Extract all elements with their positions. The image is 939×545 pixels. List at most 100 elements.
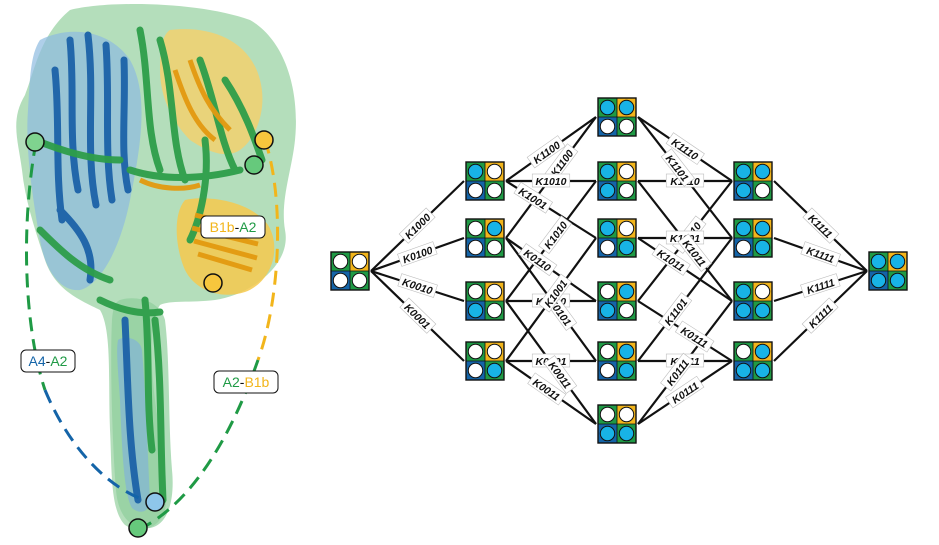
site-occupied [599,182,616,199]
rate-label-box [665,132,705,165]
site-occupied [599,99,616,116]
site-occupied [618,283,635,300]
state-node-0100 [465,218,505,258]
svg-text:A4-A2: A4-A2 [29,353,68,369]
rate-label-box [513,181,553,214]
site-empty [332,253,349,270]
site-occupied [599,302,616,319]
state-node-0011 [597,404,637,444]
site-empty [486,302,503,319]
site-empty [618,406,635,423]
state-node-0110 [597,281,637,321]
rate-label-box [526,135,566,169]
site-occupied [754,362,771,379]
site-empty [618,220,635,237]
site-occupied [735,283,752,300]
site-empty [486,239,503,256]
site-occupied [735,302,752,319]
site-empty [351,253,368,270]
state-nodes [330,97,908,444]
site-empty [735,343,752,360]
site-occupied [618,343,635,360]
site-empty [735,239,752,256]
site-empty [351,272,368,289]
state-node-0001 [465,341,505,381]
state-node-1101 [733,218,773,258]
site-occupied [618,425,635,442]
site-empty [618,302,635,319]
rate-label-box [651,243,691,276]
site-empty [618,163,635,180]
rate-label-box [398,207,436,244]
sphere-a4 [25,132,45,152]
site-empty [332,272,349,289]
site-occupied [618,362,635,379]
rate-label-box [531,173,571,188]
state-node-1011 [733,281,773,321]
rate-label-box [399,297,437,334]
site-empty [599,118,616,135]
rate-label-box [660,352,695,392]
state-node-1111 [868,251,908,291]
distance-arc-a4-a2-blue [43,389,151,504]
rate-label-box [518,243,558,277]
site-empty [754,283,771,300]
rate-label-box [538,273,572,313]
site-occupied [735,362,752,379]
site-occupied [754,302,771,319]
site-empty [467,239,484,256]
sphere-a2-upper [244,155,264,175]
site-empty [486,182,503,199]
site-occupied [754,163,771,180]
state-node-0101 [597,341,637,381]
site-empty [618,182,635,199]
site-empty [486,163,503,180]
site-empty [618,118,635,135]
site-occupied [618,239,635,256]
rate-label-text: K1010 [536,176,567,188]
sphere-b1b-upper [254,130,274,150]
rate-label-box [397,241,438,267]
state-node-1100 [597,97,637,137]
rate-label-k0100: K0100 [397,241,438,267]
site-empty [599,283,616,300]
site-occupied [754,220,771,237]
rate-label-k0001: K0001 [399,297,437,334]
label-a4-a2: A4-A2 [20,349,76,373]
state-node-0000 [330,251,370,291]
rate-label-k1010b: K1010 [538,215,572,255]
state-node-1010 [597,161,637,201]
site-empty [486,283,503,300]
rate-label-box [800,273,841,298]
sphere-b1b-domain [203,273,223,293]
site-occupied [486,220,503,237]
rate-label-k1111b: K1111 [800,241,841,267]
site-occupied [735,163,752,180]
site-occupied [754,343,771,360]
state-node-0010 [465,281,505,321]
site-occupied [754,239,771,256]
site-empty [599,239,616,256]
site-empty [467,182,484,199]
rate-label-box [802,207,840,244]
site-occupied [870,253,887,270]
rate-label-box [800,241,841,267]
rate-label-box [543,355,578,394]
distance-arc-a2-b1b-gold [256,139,280,361]
site-occupied [486,362,503,379]
site-occupied [870,272,887,289]
sphere-a2-stalk [128,518,148,538]
label-b1b-a2: B1b-A2 [200,215,266,239]
site-occupied [735,182,752,199]
state-node-1110 [733,161,773,201]
site-occupied [889,272,906,289]
rate-label-box [677,233,712,272]
svg-text:A2-B1b: A2-B1b [223,374,270,390]
rate-label-box [801,297,839,334]
rate-label-box [397,273,438,298]
site-empty [599,362,616,379]
rate-label-box [665,375,705,409]
state-node-0111 [733,341,773,381]
label-a2-b1b: A2-B1b [213,370,279,394]
rate-label-k1010a: K1010 [531,173,571,188]
